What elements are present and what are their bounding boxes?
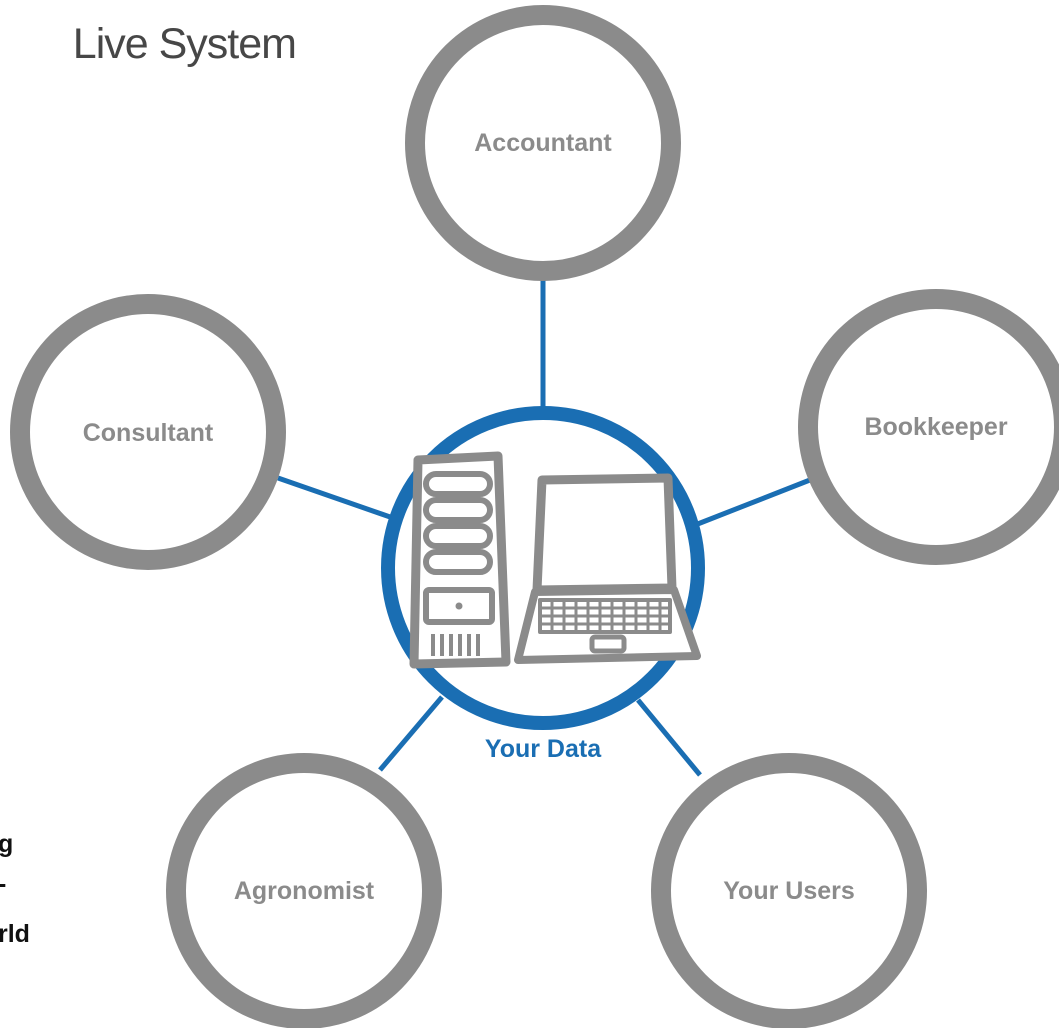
central-data-ring [381, 406, 705, 730]
your-users-label: Your Users [723, 877, 855, 905]
consultant-label: Consultant [83, 419, 214, 447]
bookkeeper-label: Bookkeeper [864, 413, 1007, 441]
accountant-node-ring [405, 5, 681, 281]
agronomist-node-ring [166, 753, 442, 1028]
connector-your-users [636, 698, 702, 777]
consultant-node-ring [10, 294, 286, 570]
clipped-text-line-1: g [0, 830, 14, 858]
connector-agronomist [378, 695, 444, 772]
your-users-node-ring [651, 753, 927, 1028]
your-data-label: Your Data [485, 735, 602, 763]
connectors [277, 280, 816, 777]
connector-consultant [277, 475, 394, 521]
laptop-icon [514, 473, 701, 664]
diagram-title: Live System [72, 20, 297, 68]
agronomist-label: Agronomist [234, 877, 375, 905]
bookkeeper-node-ring [798, 289, 1059, 565]
accountant-label: Accountant [474, 129, 612, 157]
clipped-text-line-3: rld [0, 920, 30, 948]
clipped-text-line-2: - [0, 870, 6, 899]
server-tower-icon [409, 451, 511, 669]
connector-bookkeeper [689, 475, 816, 530]
